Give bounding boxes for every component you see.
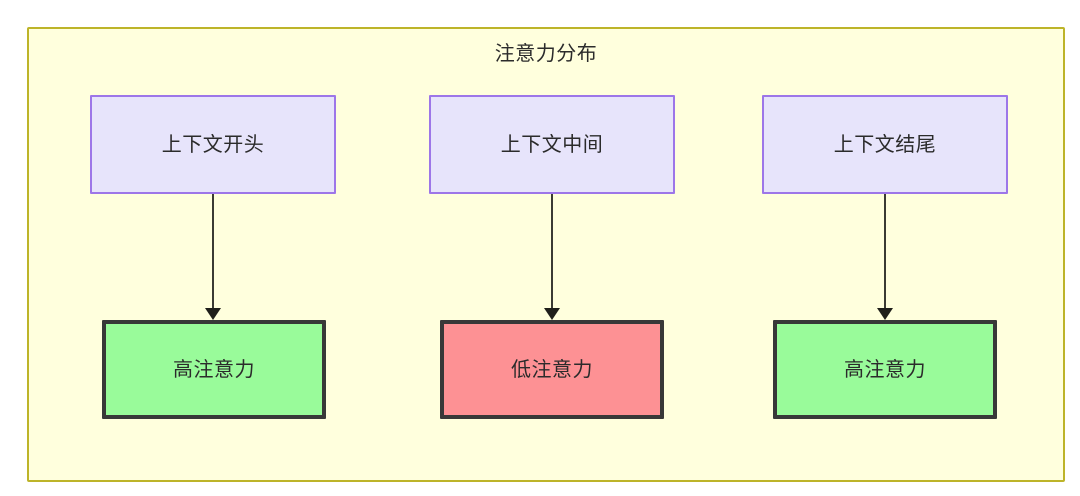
node-label: 高注意力	[173, 358, 255, 381]
node-label: 上下文结尾	[833, 133, 937, 156]
edge-context-end-to-attention-end	[884, 194, 886, 308]
node-attention-end[interactable]: 高注意力	[773, 320, 997, 419]
diagram-title: 注意力分布	[494, 43, 598, 65]
node-label: 低注意力	[511, 358, 593, 381]
arrowhead-icon	[544, 308, 560, 320]
node-context-start[interactable]: 上下文开头	[90, 95, 336, 194]
node-attention-start[interactable]: 高注意力	[102, 320, 326, 419]
node-label: 上下文开头	[161, 133, 265, 156]
node-context-end[interactable]: 上下文结尾	[762, 95, 1008, 194]
diagram-frame: 注意力分布 上下文开头 高注意力 上下文中间 低注意力 上下文结尾 高注意力	[27, 27, 1065, 482]
node-label: 高注意力	[844, 358, 926, 381]
edge-context-start-to-attention-start	[212, 194, 214, 308]
node-attention-middle[interactable]: 低注意力	[440, 320, 664, 419]
arrowhead-icon	[205, 308, 221, 320]
node-context-middle[interactable]: 上下文中间	[429, 95, 675, 194]
edge-context-middle-to-attention-middle	[551, 194, 553, 308]
arrowhead-icon	[877, 308, 893, 320]
node-label: 上下文中间	[500, 133, 604, 156]
